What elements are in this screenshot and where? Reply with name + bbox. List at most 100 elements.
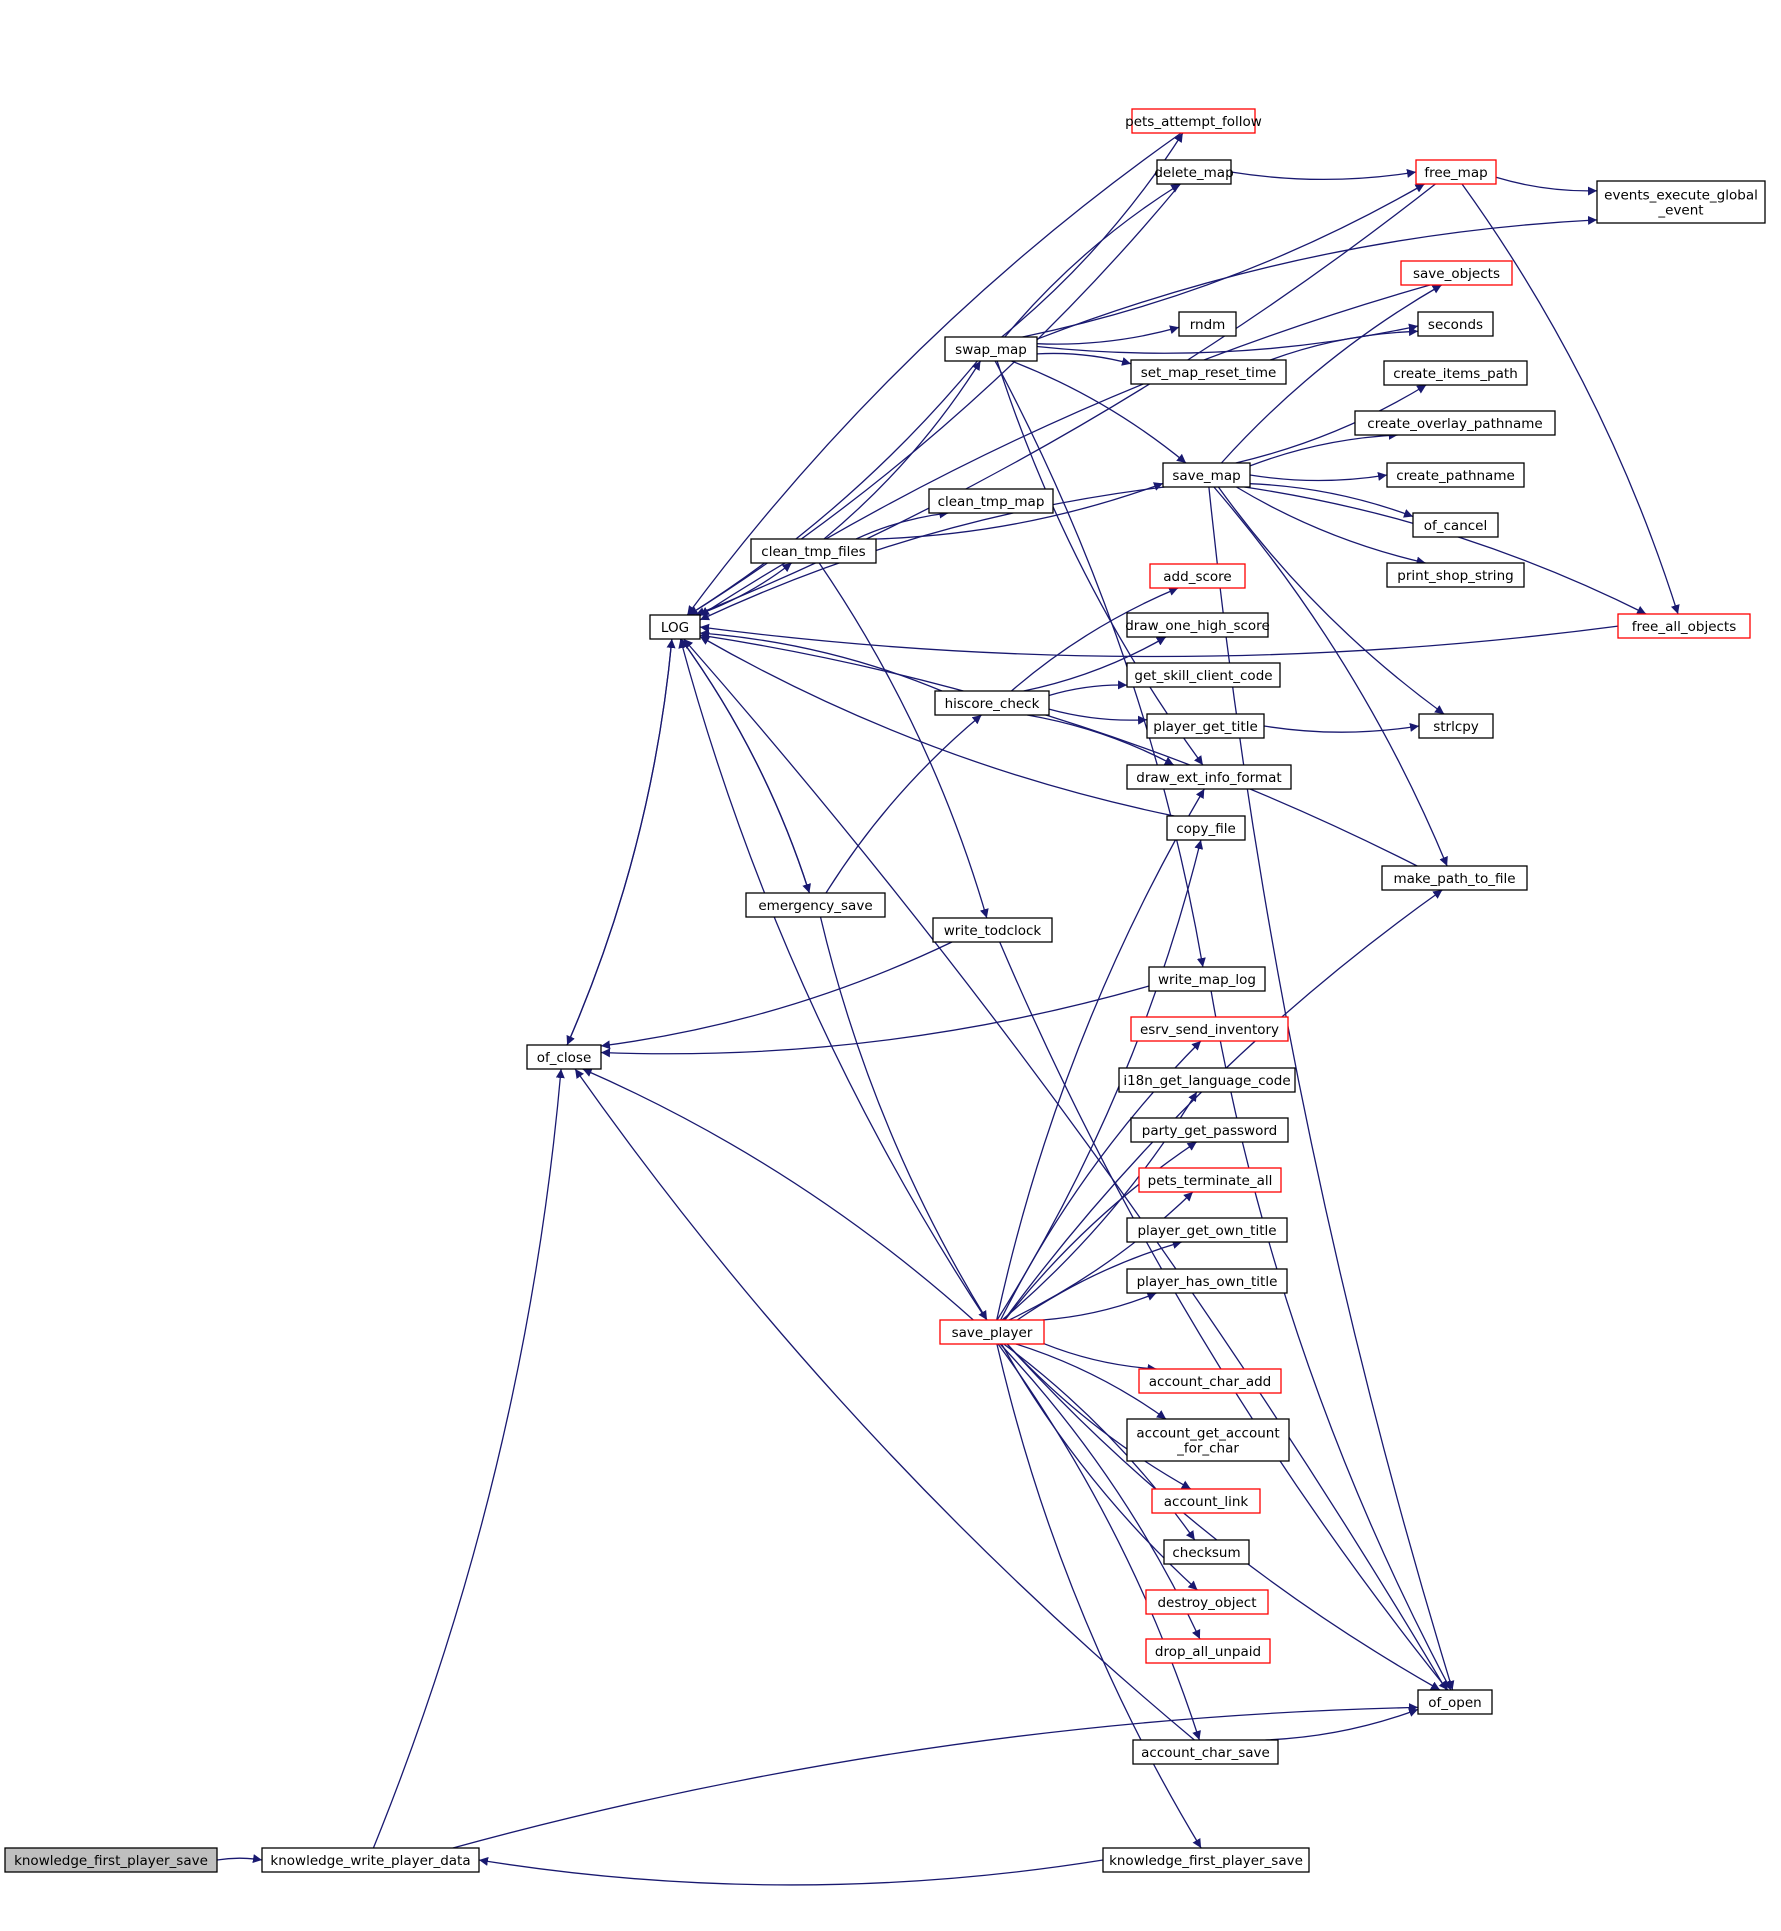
edge-save_map-to-of_cancel [1249,483,1414,518]
edge-of_open-to-log [683,638,1447,1691]
edge-swap_map-to-save_map [1011,360,1187,464]
node-label: set_map_reset_time [1141,365,1277,381]
node-events-execute-global-event[interactable]: events_execute_global_event [1596,180,1766,224]
node-label: emergency_save [758,898,872,914]
node-player-get-own-title[interactable]: player_get_own_title [1126,1217,1288,1243]
edge-save_map-to-save_objects [1220,284,1442,464]
node-save-player[interactable]: save_player [939,1319,1045,1345]
edge-hiscore_check-to-add_score [1010,587,1179,692]
node-kwpd[interactable]: knowledge_write_player_data [261,1847,480,1873]
node-emergency-save[interactable]: emergency_save [745,892,886,918]
node-account-link[interactable]: account_link [1151,1488,1261,1514]
edge-save_player-to-pets_terminate_all [1008,1191,1194,1321]
node-rndm[interactable]: rndm [1178,311,1237,337]
edge-emergency_save-to-save_player [819,916,988,1321]
node-label: drop_all_unpaid [1155,1644,1261,1660]
node-make-path-to-file[interactable]: make_path_to_file [1381,865,1528,891]
node-account-char-add[interactable]: account_char_add [1138,1368,1282,1394]
edge-hiscore_check-to-log [699,629,943,692]
node-label: knowledge_first_player_save [14,1853,208,1869]
edge-save_map-to-create_pathname [1249,471,1388,482]
node-box [1126,1418,1290,1462]
node-kfps-root[interactable]: knowledge_first_player_save [4,1847,218,1873]
node-label: player_get_title [1153,719,1258,735]
node-label: player_get_own_title [1137,1223,1276,1239]
node-label: of_cancel [1424,518,1488,534]
node-destroy-object[interactable]: destroy_object [1145,1589,1269,1615]
node-save-map[interactable]: save_map [1162,462,1251,488]
node-copy-file[interactable]: copy_file [1166,815,1246,841]
node-add-score[interactable]: add_score [1149,563,1246,589]
node-write-todclock[interactable]: write_todclock [932,917,1053,943]
node-log[interactable]: LOG [649,614,701,640]
node-hiscore-check[interactable]: hiscore_check [934,690,1050,716]
node-write-map-log[interactable]: write_map_log [1148,966,1266,992]
node-label: make_path_to_file [1393,871,1515,887]
node-kfps-callee[interactable]: knowledge_first_player_save [1102,1847,1310,1873]
node-box [1178,311,1237,337]
node-label: pets_terminate_all [1148,1173,1273,1189]
node-clean-tmp-map[interactable]: clean_tmp_map [928,488,1054,514]
node-set-map-reset-time[interactable]: set_map_reset_time [1130,359,1287,385]
node-strlcpy[interactable]: strlcpy [1418,713,1494,739]
edge-log-to-emergency_save [680,638,811,894]
node-checksum[interactable]: checksum [1163,1539,1250,1565]
node-free-all-objects[interactable]: free_all_objects [1617,613,1751,639]
node-box [1163,1539,1250,1565]
node-esrv-send-inventory[interactable]: esrv_send_inventory [1130,1016,1289,1042]
edge-free_map-to-log [695,183,1436,616]
node-box [1151,1488,1261,1514]
node-drop-all-unpaid[interactable]: drop_all_unpaid [1145,1638,1271,1664]
node-box [932,917,1053,943]
node-pets-attempt-follow[interactable]: pets_attempt_follow [1125,108,1262,134]
edge-write_map_log-to-of_close [600,985,1150,1058]
node-box [1132,1739,1279,1765]
node-pets-terminate-all[interactable]: pets_terminate_all [1138,1167,1282,1193]
node-player-has-own-title[interactable]: player_has_own_title [1126,1268,1288,1294]
edge-kwpd-to-of_close [372,1068,565,1849]
node-label: get_skill_client_code [1134,668,1272,684]
edge-kfps_callee-to-kwpd [478,1856,1104,1886]
node-of-cancel[interactable]: of_cancel [1412,512,1499,538]
node-label: account_char_save [1141,1745,1270,1761]
node-swap-map[interactable]: swap_map [944,336,1038,362]
edge-emergency_save-to-hiscore_check [825,714,982,894]
node-box [1145,1638,1271,1664]
node-create-pathname[interactable]: create_pathname [1386,462,1525,488]
node-account-get-account-for-char[interactable]: account_get_account_for_char [1126,1418,1290,1462]
node-print-shop-string[interactable]: print_shop_string [1386,562,1525,588]
node-save-objects[interactable]: save_objects [1400,260,1513,286]
node-draw-ext-info-format[interactable]: draw_ext_info_format [1126,764,1292,790]
edge-swap_map-to-write_map_log [994,360,1206,968]
edge-save_player-to-player_get_own_title [1016,1240,1182,1321]
node-label: add_score [1163,569,1231,585]
node-i18n-get-language-code[interactable]: i18n_get_language_code [1118,1067,1296,1093]
node-box [1381,865,1528,891]
node-box [1138,1368,1282,1394]
node-label: clean_tmp_map [938,494,1045,510]
node-draw-one-high-score[interactable]: draw_one_high_score [1125,612,1270,638]
node-of-close[interactable]: of_close [526,1044,602,1070]
node-of-open[interactable]: of_open [1417,1689,1493,1715]
edge-set_map_reset_time-to-seconds [1270,327,1419,361]
node-get-skill-client-code[interactable]: get_skill_client_code [1126,662,1281,688]
node-clean-tmp-files[interactable]: clean_tmp_files [750,538,877,564]
node-party-get-password[interactable]: party_get_password [1130,1117,1289,1143]
edge-swap_map-to-set_map_reset_time [1036,352,1132,366]
node-box [1156,159,1232,185]
edge-save_map-to-log [699,486,1165,621]
node-label: clean_tmp_files [761,544,865,560]
node-label: write_map_log [1158,972,1256,988]
edge-account_char_save-to-of_open [1265,1708,1419,1741]
node-create-overlay-pathname[interactable]: create_overlay_pathname [1354,410,1556,436]
node-label: knowledge_first_player_save [1109,1853,1303,1869]
node-free-map[interactable]: free_map [1415,159,1497,185]
edge-save_map-to-print_shop_string [1236,486,1426,566]
node-player-get-title[interactable]: player_get_title [1146,713,1265,739]
node-seconds[interactable]: seconds [1417,311,1494,337]
node-delete-map[interactable]: delete_map [1154,159,1234,185]
node-box [1354,410,1556,436]
node-account-char-save[interactable]: account_char_save [1132,1739,1279,1765]
node-create-items-path[interactable]: create_items_path [1383,360,1528,386]
edge-save_map-to-create_items_path [1235,384,1427,464]
